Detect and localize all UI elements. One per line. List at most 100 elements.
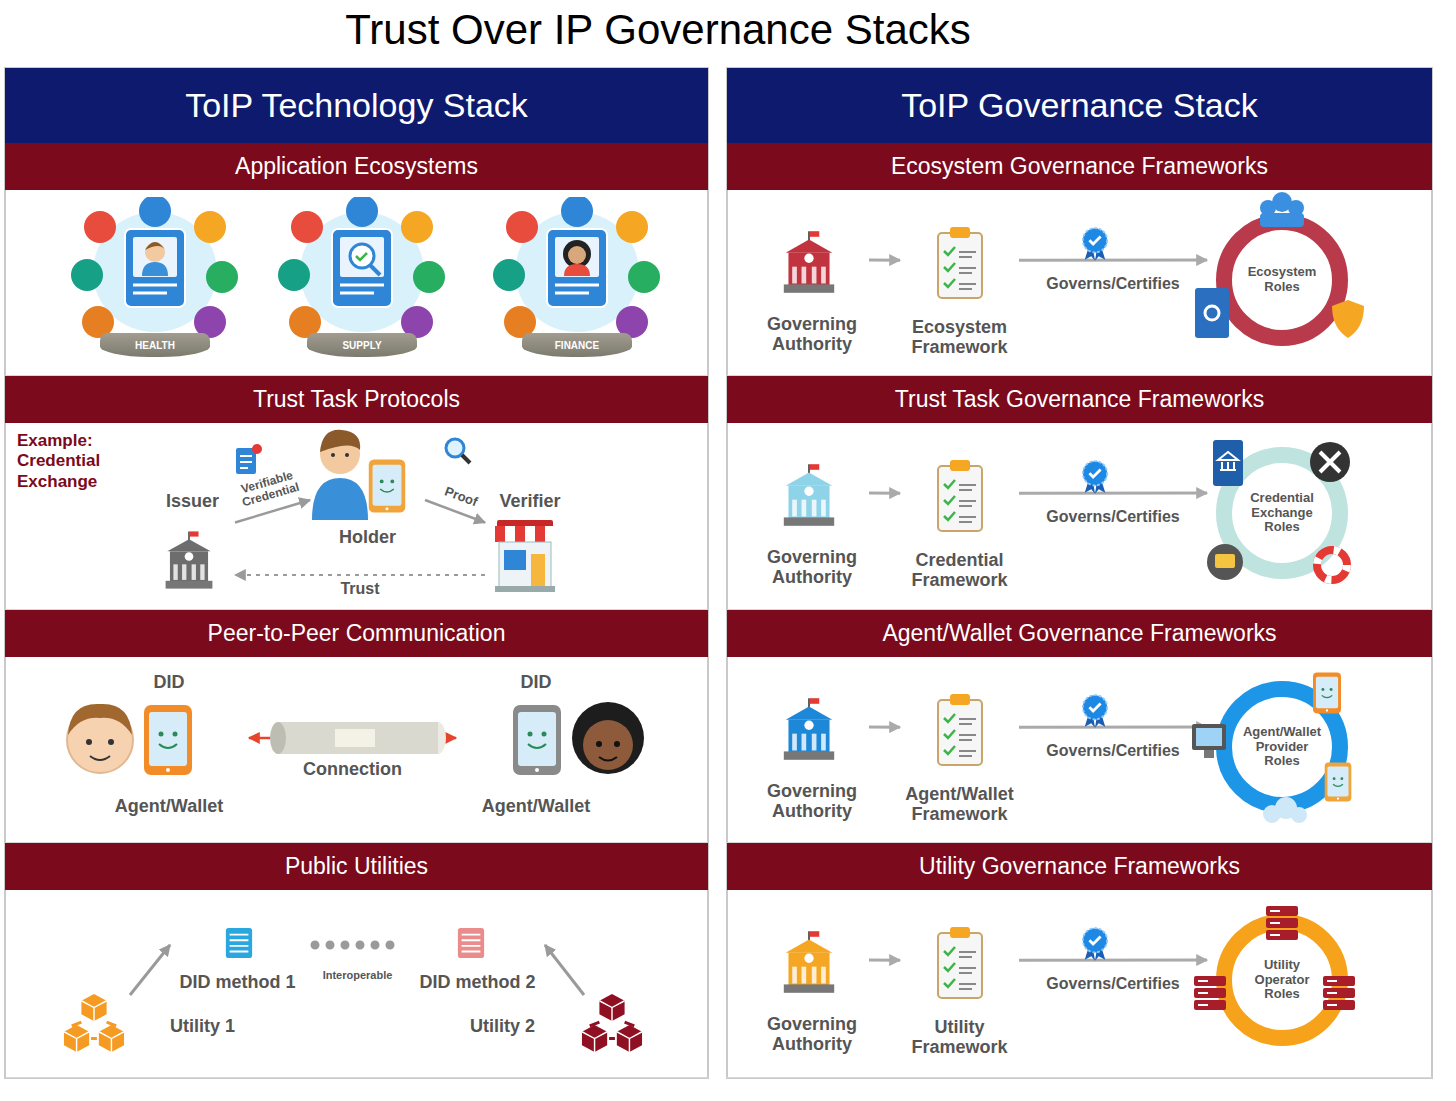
governance-illustration-part <box>1083 928 1107 961</box>
ecosystem-illustration-part <box>145 242 165 250</box>
roles-ring-node: Ecosystem Roles <box>1207 205 1357 355</box>
icon-node: DIDAgent/Wallet <box>456 672 616 817</box>
node-label: Utility 1 <box>170 1016 235 1037</box>
node-label: Credential Framework <box>900 550 1019 591</box>
node-label: Agent/Wallet Framework <box>900 784 1019 825</box>
wallet-illustration-part <box>599 757 617 761</box>
wallet-illustration-part <box>144 705 192 775</box>
connector <box>130 945 170 995</box>
ecosystem-illustration-part <box>142 262 168 276</box>
connector <box>869 959 900 962</box>
icon-node: Utility 2 <box>470 995 660 1058</box>
ecosystem-illustration-part <box>356 253 367 260</box>
roles-ring-part <box>1204 750 1214 758</box>
connector <box>869 492 900 495</box>
icon-node: Issuer <box>150 491 235 596</box>
roles-ring-part <box>1205 306 1219 320</box>
band-heading: Agent/Wallet Governance Frameworks <box>727 610 1432 657</box>
icon-node: Credential Framework <box>900 456 1019 591</box>
wallet-illustration-part <box>572 702 644 774</box>
credential-exchange-illustration-part <box>446 439 464 457</box>
wallet-illustration-part <box>108 739 114 745</box>
governance-illustration-part <box>784 698 834 760</box>
utility-illustration-part <box>64 994 124 1052</box>
icon-node: Governing Authority <box>755 692 869 822</box>
wallet-illustration-part <box>513 705 561 775</box>
credential-exchange-illustration-part <box>240 456 252 468</box>
node-label: Issuer <box>166 491 219 512</box>
layer-band: Public UtilitiesUtility 1 DID method 1 DID… <box>5 843 708 1078</box>
ecosystem-illustration-part <box>350 244 374 268</box>
roles-ring-part <box>1215 554 1235 568</box>
ecosystem-illustration-part <box>568 246 586 264</box>
band-heading: Public Utilities <box>5 843 708 890</box>
node-label: Governing Authority <box>755 1014 869 1055</box>
layer-band: Trust Task ProtocolsIssuer HolderVerifier <box>5 376 708 610</box>
credential-exchange-illustration-part <box>331 453 335 457</box>
connector <box>545 945 584 995</box>
governance-illustration-part <box>938 694 982 765</box>
connector <box>1019 259 1207 262</box>
roles-ring-part <box>1213 440 1243 486</box>
roles-ring-part <box>1320 452 1340 472</box>
governance-illustration-part <box>938 227 982 298</box>
connector <box>235 574 485 576</box>
band-heading: Ecosystem Governance Frameworks <box>727 143 1432 190</box>
wallet-illustration-part <box>90 756 110 760</box>
icon-node: Governing Authority <box>755 458 869 588</box>
utility-illustration-part <box>458 928 484 958</box>
edge-label: Governs/Certifies <box>1043 508 1182 526</box>
edge-label: Interoperable <box>320 969 396 981</box>
node-label: Verifier <box>499 491 560 512</box>
icon-node: Holder <box>310 428 425 548</box>
utility-illustration <box>64 928 642 1052</box>
node-label: DID method 2 <box>419 972 535 993</box>
connector <box>1019 726 1207 729</box>
roles-ring-node: Agent/Wallet Provider Roles <box>1207 672 1357 822</box>
connector <box>1019 492 1207 495</box>
stack-panel: ToIP Technology StackApplication Ecosyst… <box>5 68 708 1078</box>
node-label: FINANCE <box>555 340 599 351</box>
layer-band: Application EcosystemsHEALTHSUPPLYFINANC… <box>5 143 708 376</box>
icon-node: Governing Authority <box>755 925 869 1055</box>
connector <box>869 259 900 262</box>
roles-ring-part <box>1192 724 1226 750</box>
governance-illustration-part <box>938 927 982 998</box>
node-label: Agent/Wallet <box>482 796 590 817</box>
credential-exchange-illustration-part <box>495 520 555 592</box>
governance-illustration-part <box>784 231 834 293</box>
wallet-illustration-part <box>68 704 132 735</box>
ecosystem-illustration-part <box>563 240 591 268</box>
node-label: Utility Operator Roles <box>1238 958 1326 1003</box>
credential-exchange-illustration <box>166 430 555 592</box>
roles-ring-part <box>1195 288 1229 338</box>
node-label: Ecosystem Roles <box>1238 265 1326 295</box>
roles-ring-part <box>1207 544 1243 580</box>
wallet-illustration-part <box>583 720 633 770</box>
edge-label: Governs/Certifies <box>1043 275 1182 293</box>
wallet-illustration-part <box>278 722 438 754</box>
icon-node: DIDAgent/Wallet <box>89 672 249 817</box>
diagram-title: Trust Over IP Governance Stacks <box>300 4 1016 56</box>
band-heading: Application Ecosystems <box>5 143 708 190</box>
roles-ring-part <box>1310 442 1350 482</box>
roles-ring-part <box>1317 550 1347 580</box>
roles-ring-part <box>1260 213 1304 227</box>
node-label: Agent/Wallet <box>115 796 223 817</box>
node-label: DID method 1 <box>179 972 295 993</box>
band-heading: ToIP Technology Stack <box>5 68 708 143</box>
band-heading: Peer-to-Peer Communication <box>5 610 708 657</box>
credential-exchange-illustration-part <box>320 430 360 452</box>
ecosystem-illustration-part <box>493 195 660 338</box>
roles-ring-part <box>1196 728 1222 746</box>
layer-band: Ecosystem Governance FrameworksGoverning… <box>727 143 1432 376</box>
icon-node: Utility 1 <box>60 995 235 1058</box>
layer-band: Peer-to-Peer CommunicationDIDAgent/Walle… <box>5 610 708 843</box>
connector <box>869 726 900 729</box>
icon-node: Ecosystem Framework <box>900 223 1019 358</box>
band-heading: ToIP Governance Stack <box>727 68 1432 143</box>
roles-ring-part <box>1194 976 1226 1010</box>
band-heading: Trust Task Protocols <box>5 376 708 423</box>
credential-exchange-illustration-part <box>345 453 349 457</box>
node-label: Utility Framework <box>900 1017 1019 1058</box>
